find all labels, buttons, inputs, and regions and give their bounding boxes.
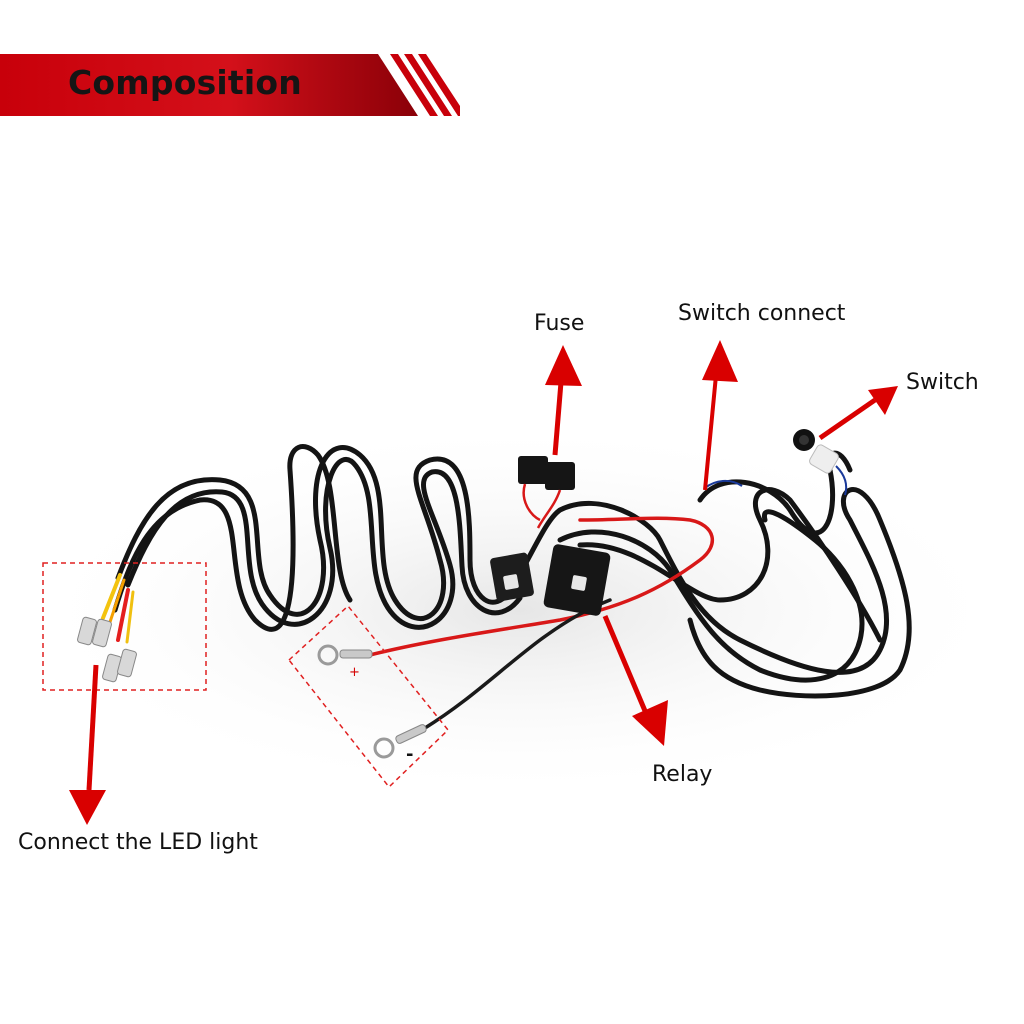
black-harness-cable: [112, 444, 912, 699]
relay-module: [490, 544, 611, 616]
negative-ring-terminal: [373, 724, 427, 759]
background-shadow: [20, 420, 1020, 800]
switch-arrow: [818, 386, 898, 441]
switch-connect-arrow: [702, 340, 738, 491]
page-title: Composition: [68, 63, 302, 102]
positive-ring-terminal: [317, 644, 373, 666]
led-light-label: Connect the LED light: [18, 830, 258, 855]
red-power-wire: [368, 516, 715, 657]
composition-banner: [0, 54, 460, 116]
fuse-label: Fuse: [534, 311, 585, 336]
positive-polarity-label: +: [349, 665, 360, 680]
switch-connect-label: Switch connect: [678, 301, 846, 326]
fuse-holder: [518, 456, 575, 529]
switch-label: Switch: [906, 370, 979, 395]
relay-label: Relay: [652, 762, 713, 787]
switch-component: [793, 429, 848, 496]
relay-arrow: [602, 615, 668, 746]
switch-connect-wire: [704, 480, 743, 489]
negative-polarity-label: -: [406, 744, 414, 765]
led-connector-leads: [77, 573, 137, 683]
led-arrow: [69, 664, 106, 825]
fuse-arrow: [545, 345, 582, 456]
led-connector-highlight-box: [42, 562, 207, 691]
